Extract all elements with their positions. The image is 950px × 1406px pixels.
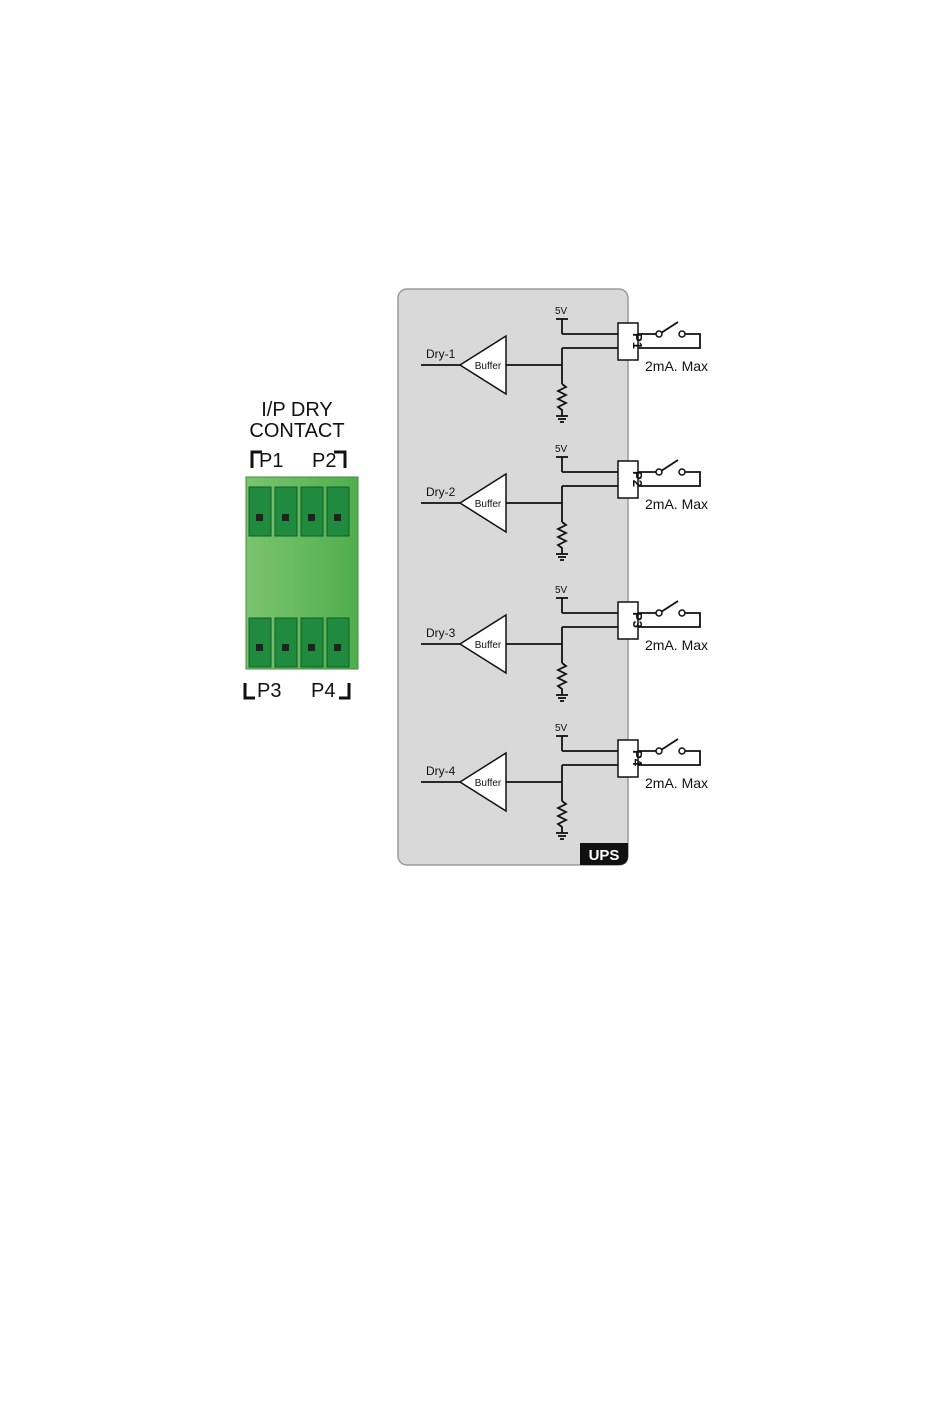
connector-group: I/P DRY CONTACT P1 P2 [245,399,358,702]
switch-return-wire [638,751,700,765]
rating-label: 2mA. Max [645,775,708,791]
connector-label-p2: P2 [312,450,336,472]
ups-panel-group: UPS [398,289,628,865]
terminal-pin [301,487,323,536]
supply-label: 5V [555,306,568,317]
bracket-bottom-right-icon [339,683,349,698]
switch-lever-icon [661,322,678,333]
switch-return-wire [638,472,700,486]
terminal-screw [256,514,263,521]
connector-label-p4: P4 [311,680,335,702]
terminal-pin [275,487,297,536]
ups-panel [398,289,628,865]
port-label: P2 [630,471,645,487]
buffer-label: Buffer [475,640,502,651]
buffer-label: Buffer [475,361,502,372]
switch-lever-icon [661,601,678,612]
ups-badge-label: UPS [589,847,620,864]
terminal-pin [327,618,349,667]
port-label: P1 [630,333,645,349]
rating-label: 2mA. Max [645,358,708,374]
switch-contact-icon [679,331,685,337]
buffer-label: Buffer [475,778,502,789]
bracket-bottom-left-icon [245,683,255,698]
rating-label: 2mA. Max [645,637,708,653]
supply-label: 5V [555,444,568,455]
channel-input-label: Dry-2 [426,485,456,499]
switch-return-wire [638,613,700,627]
terminal-screw [256,644,263,651]
switch-lever-icon [661,739,678,750]
port-label: P3 [630,612,645,628]
terminal-screw [308,644,315,651]
connector-label-p3: P3 [257,680,281,702]
connector-label-p1: P1 [259,450,283,472]
buffer-label: Buffer [475,499,502,510]
connector-title-line1: I/P DRY [261,399,333,421]
terminal-screw [282,644,289,651]
terminal-screw [334,644,341,651]
terminal-screw [334,514,341,521]
connector-title-line2: CONTACT [249,420,344,442]
terminal-pin [327,487,349,536]
channel-input-label: Dry-1 [426,347,456,361]
terminal-pin [249,487,271,536]
channel-input-label: Dry-3 [426,626,456,640]
switch-contact-icon [679,610,685,616]
terminal-pin [249,618,271,667]
supply-label: 5V [555,585,568,596]
channel-input-label: Dry-4 [426,764,456,778]
terminal-pin [301,618,323,667]
rating-label: 2mA. Max [645,496,708,512]
supply-label: 5V [555,723,568,734]
terminal-screw [308,514,315,521]
switch-contact-icon [679,748,685,754]
switch-lever-icon [661,460,678,471]
switch-contact-icon [679,469,685,475]
terminal-pin [275,618,297,667]
terminal-screw [282,514,289,521]
switch-return-wire [638,334,700,348]
